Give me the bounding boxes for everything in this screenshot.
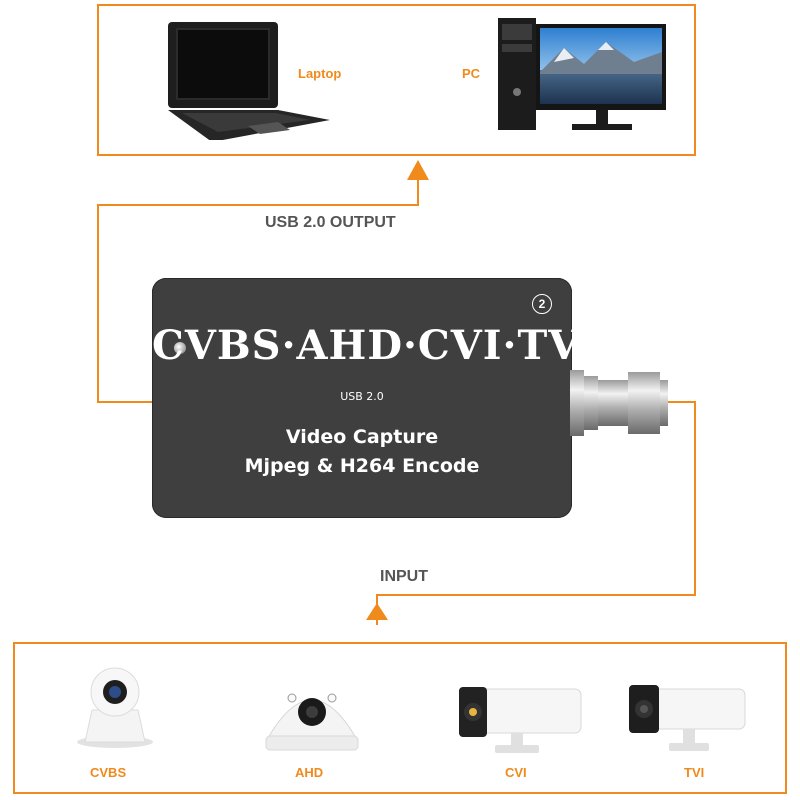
- cvbs-camera-icon: [77, 667, 153, 748]
- device-title: CVBS·AHD·CVI·TVI: [152, 322, 600, 369]
- input-label-ahd: AHD: [295, 765, 324, 780]
- bnc-connector-icon: [570, 370, 668, 436]
- device-line-1: Video Capture: [285, 426, 439, 448]
- capture-device: 2 CVBS·AHD·CVI·TVI USB 2.0 Video Capture…: [152, 278, 600, 518]
- usb-output-label: USB 2.0 OUTPUT: [265, 214, 396, 231]
- input-label: INPUT: [380, 568, 428, 585]
- output-arrow: [407, 160, 429, 180]
- input-box: [13, 642, 787, 794]
- output-box: [97, 4, 696, 156]
- led-indicator: [174, 342, 186, 354]
- ahd-camera-icon: [265, 693, 359, 751]
- cvi-camera-icon: [459, 687, 582, 753]
- device-line-2: Mjpeg & H264 Encode: [244, 455, 480, 477]
- input-label-cvbs: CVBS: [90, 765, 127, 780]
- output-line: [97, 178, 419, 403]
- input-label-cvi: CVI: [505, 765, 527, 780]
- output-label-laptop: Laptop: [298, 66, 342, 81]
- input-label-tvi: TVI: [684, 765, 705, 780]
- pc-icon: [498, 18, 666, 130]
- model-badge: 2: [532, 294, 552, 314]
- tvi-camera-icon: [629, 685, 746, 751]
- input-arrow: [366, 603, 388, 620]
- laptop-icon: [168, 22, 330, 140]
- usb-tag: USB 2.0: [332, 390, 392, 403]
- output-label-pc: PC: [462, 66, 481, 81]
